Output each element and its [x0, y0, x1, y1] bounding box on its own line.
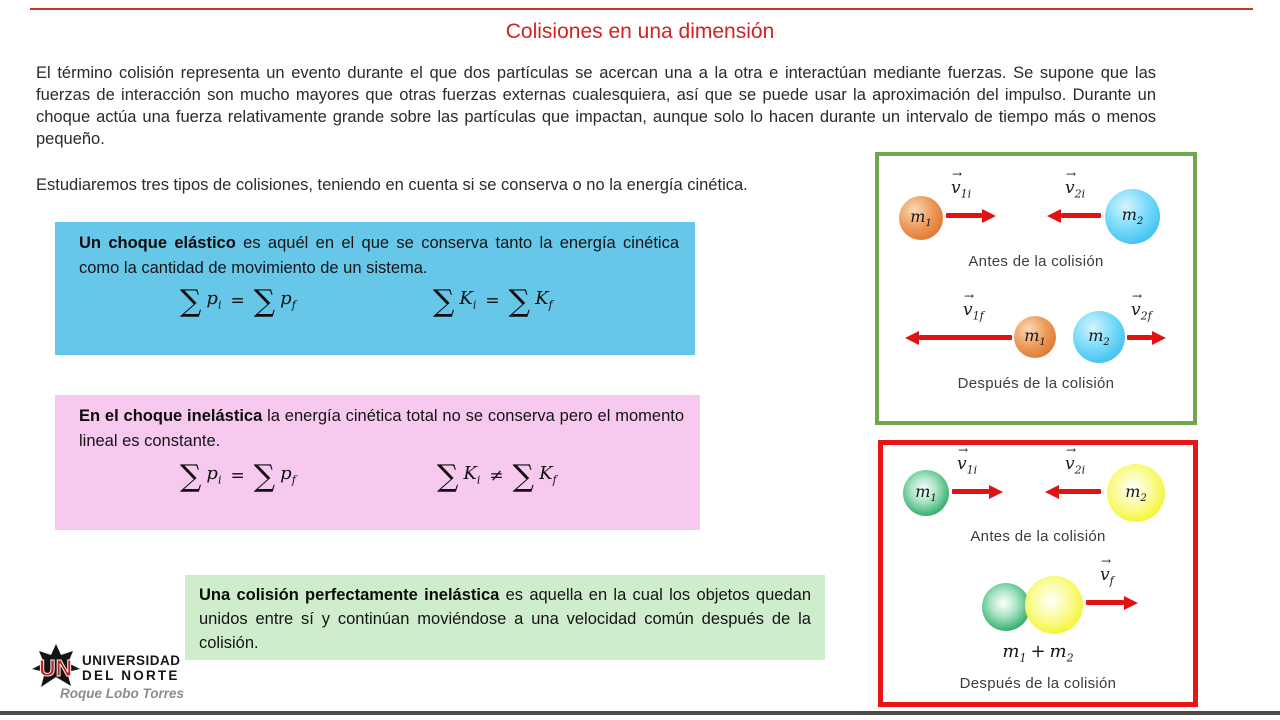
- vector-arrow-icon: →: [1101, 554, 1112, 568]
- formula-var: Ki: [463, 463, 481, 487]
- intro-paragraph-1: El término colisión representa un evento…: [36, 64, 1156, 148]
- after-collision-caption: Después de la colisión: [959, 675, 1117, 692]
- vector-arrow-icon: →: [1066, 443, 1077, 457]
- before-collision-caption: Antes de la colisión: [968, 253, 1104, 270]
- sum-icon: ∑: [508, 283, 531, 319]
- inelastic-lead: En el choque inelástica: [79, 407, 263, 425]
- v2i-label: →v2i: [1065, 443, 1086, 477]
- sum-icon: ∑: [253, 458, 276, 494]
- formula-var: pf: [280, 463, 296, 487]
- ball-label: m2: [1125, 481, 1147, 505]
- elastic-momentum-formula: ∑ pi = ∑ pf: [180, 286, 296, 318]
- uninorte-line2: DEL NORTE: [82, 668, 180, 683]
- ball-m1-orange: m1: [1014, 316, 1056, 358]
- uninorte-line1: UNIVERSIDAD: [82, 653, 181, 668]
- elastic-definition-box: Un choque elástico es aquél en el que se…: [55, 222, 695, 355]
- vector-arrow-icon: →: [1066, 167, 1077, 181]
- uninorte-wordmark: UNIVERSIDAD DEL NORTE: [82, 653, 181, 683]
- ball-m2-yellow-stuck: [1025, 576, 1083, 634]
- author-name: Roque Lobo Torres: [60, 686, 184, 701]
- ball-label: m2: [1088, 325, 1110, 349]
- ball-label: m1: [915, 481, 937, 505]
- after-collision-caption: Después de la colisión: [957, 375, 1115, 392]
- vector-arrow-icon: →: [958, 443, 969, 457]
- vf-label: →vf: [1100, 554, 1114, 588]
- v1f-label: →v1f: [963, 289, 984, 323]
- equals-operator: =: [230, 291, 245, 312]
- perfectly-inelastic-collision-diagram: m1 →v1i →v2i m2 Antes de la colisión →vf…: [878, 440, 1198, 707]
- elastic-lead: Un choque elástico: [79, 234, 236, 252]
- formula-var: pi: [206, 463, 222, 487]
- ball-m1-orange: m1: [899, 196, 943, 240]
- formula-var: pi: [206, 288, 222, 312]
- intro-paragraph-2: Estudiaremos tres tipos de colisiones, t…: [36, 176, 748, 194]
- not-equals-operator: ≠: [489, 466, 504, 487]
- formula-var: Ki: [459, 288, 477, 312]
- perfectly-inelastic-text: Una colisión perfectamente inelástica es…: [185, 575, 825, 655]
- vf-arrow-icon: [1086, 600, 1124, 605]
- ball-m2-blue: m2: [1073, 311, 1125, 363]
- formula-var: Kf: [539, 463, 557, 487]
- equals-operator: =: [485, 291, 500, 312]
- ball-m2-yellow: m2: [1107, 464, 1165, 522]
- v2i-arrow-icon: [1059, 489, 1101, 494]
- sum-icon: ∑: [180, 458, 202, 494]
- inelastic-definition-box: En el choque inelástica la energía cinét…: [55, 395, 700, 530]
- v2f-label: →v2f: [1131, 289, 1152, 323]
- v2i-label: →v2i: [1065, 167, 1086, 201]
- vector-arrow-icon: →: [952, 167, 963, 181]
- bottom-divider: [0, 711, 1280, 715]
- formula-var: pf: [280, 288, 296, 312]
- ball-m1-green-stuck: [982, 583, 1030, 631]
- sum-icon: ∑: [180, 283, 202, 319]
- equals-operator: =: [230, 466, 245, 487]
- inelastic-definition-text: En el choque inelástica la energía cinét…: [55, 395, 700, 454]
- ball-label: m2: [1121, 205, 1144, 228]
- ball-m1-green: m1: [903, 470, 949, 516]
- top-divider: [30, 8, 1253, 10]
- page-title: Colisiones en una dimensión: [505, 20, 775, 43]
- v1i-label: →v1i: [957, 443, 978, 477]
- v2f-arrow-icon: [1127, 335, 1152, 340]
- perfectly-inelastic-body: es aquella en la cual los objetos quedan…: [199, 586, 811, 652]
- vector-arrow-icon: →: [1132, 289, 1143, 303]
- perfectly-inelastic-lead: Una colisión perfectamente inelástica: [199, 586, 500, 604]
- elastic-definition-text: Un choque elástico es aquél en el que se…: [55, 222, 695, 281]
- ball-label: m1: [910, 206, 932, 230]
- elastic-collision-diagram: m1 →v1i →v2i m2 Antes de la colisión →v1…: [875, 152, 1197, 425]
- uninorte-un-letters: UN: [39, 655, 72, 681]
- v1f-arrow-icon: [919, 335, 1012, 340]
- ball-m2-blue: m2: [1105, 189, 1160, 244]
- inelastic-momentum-formula: ∑ pi = ∑ pf: [180, 461, 296, 493]
- vector-arrow-icon: →: [964, 289, 975, 303]
- inelastic-kinetic-formula: ∑ Ki ≠ ∑ Kf: [437, 461, 557, 493]
- sum-icon: ∑: [433, 283, 455, 319]
- elastic-body: es aquél en el que se conserva tanto la …: [79, 234, 679, 277]
- ball-label: m1: [1024, 325, 1046, 349]
- v1i-label: →v1i: [951, 167, 972, 201]
- uninorte-star-icon: UN: [32, 644, 80, 687]
- sum-icon: ∑: [253, 283, 276, 319]
- formula-var: Kf: [535, 288, 553, 312]
- v1i-arrow-icon: [946, 213, 982, 218]
- sum-icon: ∑: [437, 458, 459, 494]
- combined-mass-label: m1+m2: [1002, 641, 1074, 665]
- v1i-arrow-icon: [952, 489, 989, 494]
- perfectly-inelastic-definition-box: Una colisión perfectamente inelástica es…: [185, 575, 825, 660]
- v2i-arrow-icon: [1061, 213, 1101, 218]
- before-collision-caption: Antes de la colisión: [970, 528, 1106, 545]
- sum-icon: ∑: [512, 458, 535, 494]
- inelastic-body: la energía cinética total no se conserva…: [79, 407, 685, 450]
- elastic-kinetic-formula: ∑ Ki = ∑ Kf: [433, 286, 553, 318]
